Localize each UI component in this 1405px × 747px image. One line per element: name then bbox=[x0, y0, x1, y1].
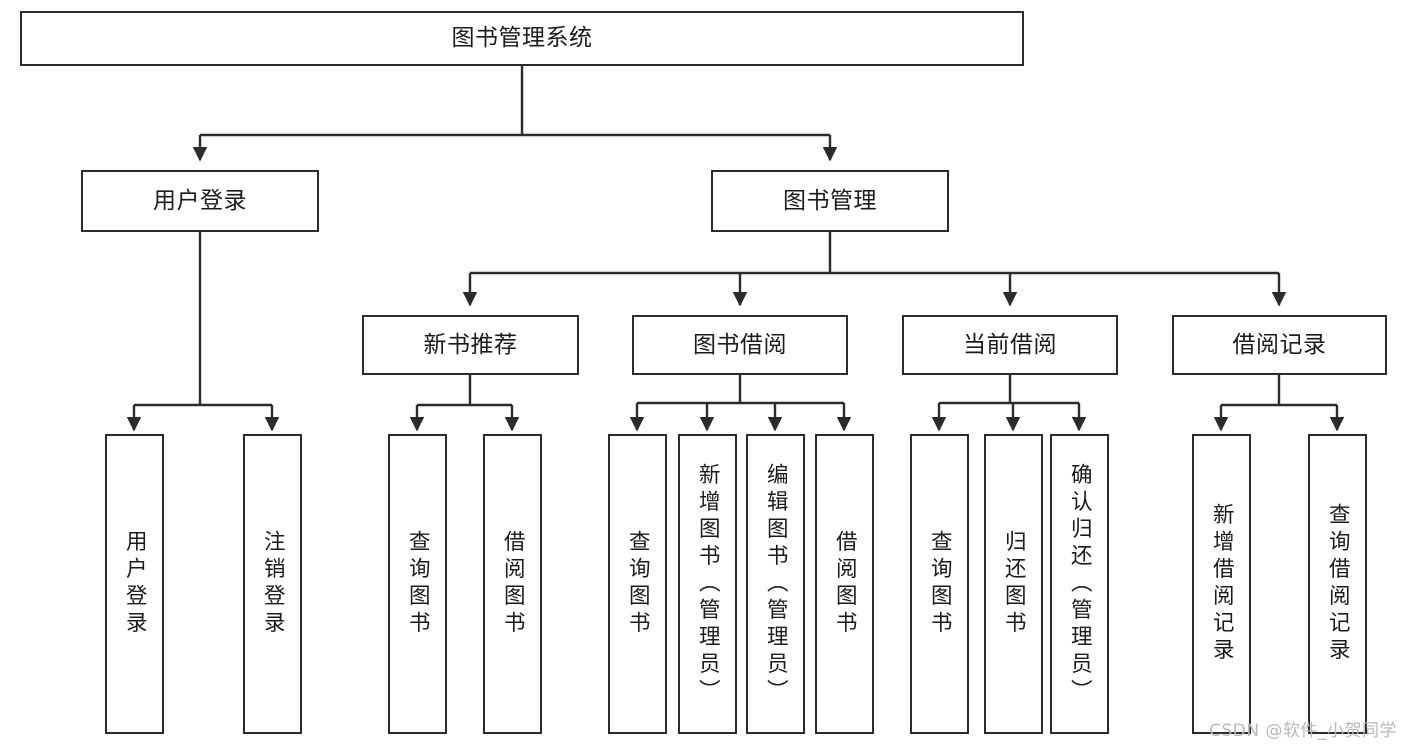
leaf-borrow-book-label: 借阅图书 bbox=[832, 530, 858, 638]
node-user-login[interactable]: 用户登录 bbox=[81, 170, 319, 232]
leaf-return-book-label: 归还图书 bbox=[1001, 530, 1027, 638]
node-user-login-label: 用户登录 bbox=[153, 187, 247, 214]
leaf-borrow-book-recommend[interactable]: 借阅图书 bbox=[483, 434, 542, 734]
node-current-borrow[interactable]: 当前借阅 bbox=[902, 315, 1118, 375]
leaf-user-login[interactable]: 用户登录 bbox=[105, 434, 164, 734]
node-book-management[interactable]: 图书管理 bbox=[711, 170, 949, 232]
leaf-edit-book-admin-label: 编辑图书（管理员） bbox=[763, 462, 789, 706]
node-new-book-recommend-label: 新书推荐 bbox=[423, 331, 518, 358]
node-borrow-record-label: 借阅记录 bbox=[1232, 331, 1327, 358]
leaf-add-book-admin-label: 新增图书（管理员） bbox=[695, 462, 721, 706]
csdn-watermark: CSDN @软件_小贺同学 bbox=[1209, 721, 1397, 741]
leaf-query-borrow-record[interactable]: 查询借阅记录 bbox=[1308, 434, 1367, 734]
leaf-add-book-admin[interactable]: 新增图书（管理员） bbox=[678, 434, 737, 734]
node-root-label: 图书管理系统 bbox=[451, 25, 593, 52]
leaf-query-book-borrow-label: 查询图书 bbox=[625, 530, 651, 638]
node-book-management-label: 图书管理 bbox=[783, 187, 877, 214]
leaf-query-borrow-record-label: 查询借阅记录 bbox=[1325, 503, 1351, 665]
leaf-query-book-recommend-label: 查询图书 bbox=[405, 530, 431, 638]
leaf-confirm-return-admin-label: 确认归还（管理员） bbox=[1067, 462, 1093, 706]
leaf-return-book[interactable]: 归还图书 bbox=[984, 434, 1043, 734]
leaf-query-book-borrow[interactable]: 查询图书 bbox=[608, 434, 667, 734]
leaf-borrow-book-recommend-label: 借阅图书 bbox=[500, 530, 526, 638]
leaf-add-borrow-record-label: 新增借阅记录 bbox=[1209, 503, 1235, 665]
leaf-logout[interactable]: 注销登录 bbox=[243, 434, 302, 734]
leaf-edit-book-admin[interactable]: 编辑图书（管理员） bbox=[746, 434, 805, 734]
node-root[interactable]: 图书管理系统 bbox=[20, 11, 1024, 66]
leaf-query-book-current[interactable]: 查询图书 bbox=[910, 434, 969, 734]
leaf-user-login-label: 用户登录 bbox=[122, 530, 148, 638]
leaf-query-book-recommend[interactable]: 查询图书 bbox=[388, 434, 447, 734]
leaf-logout-label: 注销登录 bbox=[260, 530, 286, 638]
leaf-query-book-current-label: 查询图书 bbox=[927, 530, 953, 638]
node-borrow-record[interactable]: 借阅记录 bbox=[1172, 315, 1387, 375]
leaf-add-borrow-record[interactable]: 新增借阅记录 bbox=[1192, 434, 1251, 734]
node-current-borrow-label: 当前借阅 bbox=[963, 331, 1057, 358]
node-book-borrow[interactable]: 图书借阅 bbox=[632, 315, 848, 375]
node-book-borrow-label: 图书借阅 bbox=[693, 331, 787, 358]
node-new-book-recommend[interactable]: 新书推荐 bbox=[362, 315, 579, 375]
leaf-borrow-book[interactable]: 借阅图书 bbox=[815, 434, 874, 734]
leaf-confirm-return-admin[interactable]: 确认归还（管理员） bbox=[1050, 434, 1109, 734]
